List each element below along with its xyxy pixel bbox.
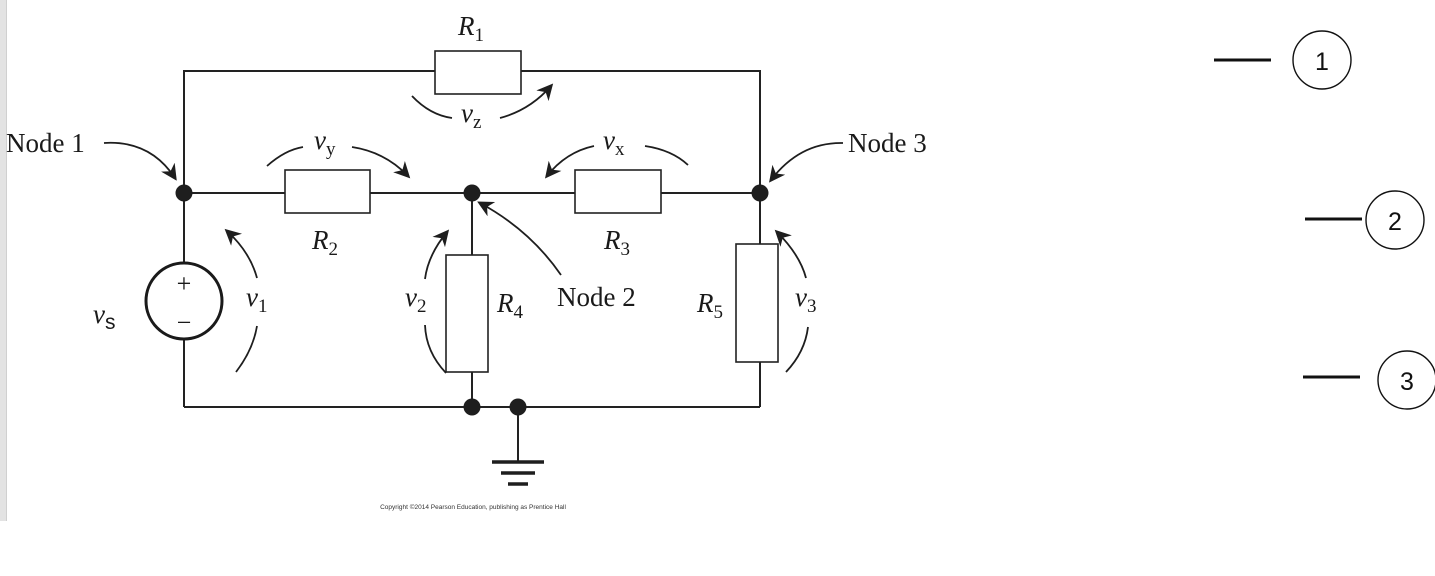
label-vx: vx [603, 125, 625, 160]
marker-1-number: 1 [1315, 48, 1329, 76]
source-plus: + [177, 269, 192, 298]
marker-2-circle[interactable] [1365, 190, 1425, 250]
marker-1-circle[interactable] [1292, 30, 1352, 90]
label-vy: vy [314, 125, 336, 160]
wires [183, 70, 761, 462]
marker-3[interactable]: 3 [1303, 350, 1435, 410]
resistor-r3 [574, 169, 662, 214]
vx-arrow [547, 145, 689, 176]
marker-2-number: 2 [1388, 208, 1402, 236]
resistor-r2 [284, 169, 371, 214]
ground-icon [492, 460, 544, 486]
resistor-r1 [434, 50, 522, 95]
label-vs: vs [93, 299, 115, 334]
left-panel-border [0, 0, 7, 521]
v1-arrow-top [224, 228, 258, 279]
label-r1: R1 [457, 11, 484, 46]
source-minus: − [177, 308, 192, 337]
marker-1[interactable]: 1 [1214, 30, 1352, 90]
v3-arrow-bottom [785, 326, 809, 373]
wire-top [183, 70, 761, 193]
copyright-text: Copyright ©2014 Pearson Education, publi… [380, 503, 566, 511]
label-r4: R4 [496, 288, 524, 323]
label-node-3: Node 3 [848, 128, 927, 158]
label-r5: R5 [696, 288, 723, 323]
label-v2: v2 [405, 282, 426, 317]
vz-arrow [411, 86, 551, 119]
resistor-r4 [445, 254, 489, 373]
node-1-dot [175, 184, 193, 202]
vy-arrow [266, 146, 408, 176]
marker-3-circle[interactable] [1377, 350, 1435, 410]
label-r3: R3 [603, 225, 630, 260]
label-v3: v3 [795, 282, 816, 317]
node-3-pointer [769, 142, 844, 183]
label-r2: R2 [311, 225, 338, 260]
node-1-pointer [103, 141, 177, 181]
node-3-dot [751, 184, 769, 202]
voltage-source: + − [144, 261, 224, 341]
marker-3-number: 3 [1400, 368, 1414, 396]
label-vz: vz [461, 98, 481, 133]
resistor-r5 [735, 243, 779, 363]
label-node-2: Node 2 [557, 282, 636, 312]
v2-arrow-bottom [424, 324, 447, 374]
node-2-pointer [477, 201, 562, 276]
v1-arrow-bottom [235, 325, 258, 373]
label-v1: v1 [246, 282, 267, 317]
node-2-dot [463, 184, 481, 202]
v2-arrow-top [424, 229, 450, 280]
label-node-1: Node 1 [6, 128, 85, 158]
ground-node-dot [509, 398, 527, 416]
marker-2[interactable]: 2 [1305, 190, 1425, 250]
bottom-node-dot [463, 398, 481, 416]
v3-arrow-top [774, 229, 807, 279]
